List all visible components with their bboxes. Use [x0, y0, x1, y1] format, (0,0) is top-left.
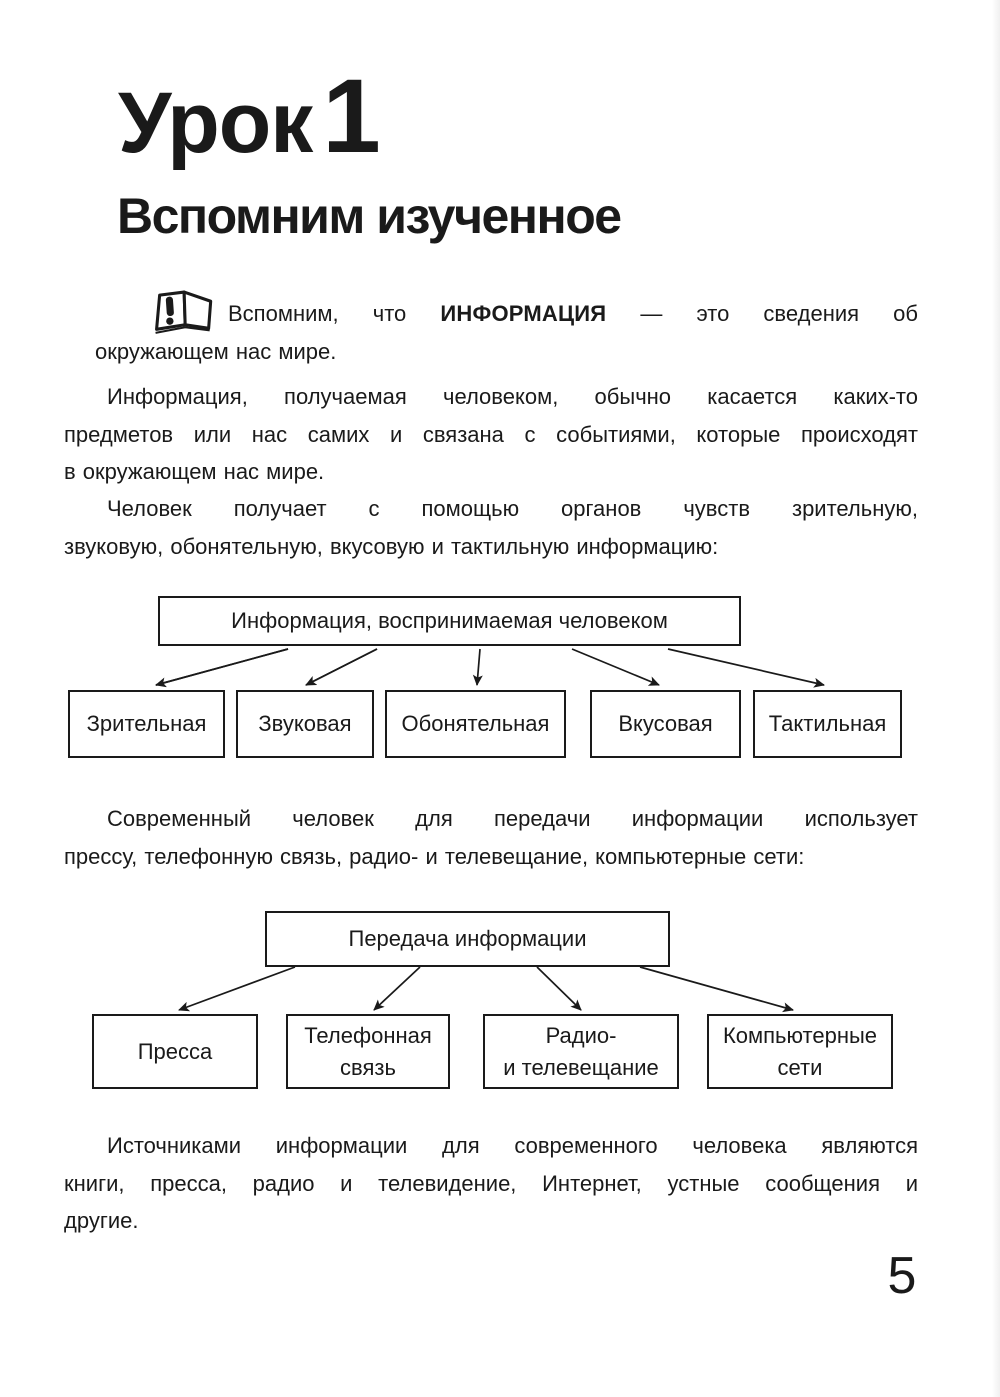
diagram-transmission-child-box: Компьютерные сети — [707, 1014, 893, 1089]
text-line: прессу, телефонную связь, радио- и телев… — [64, 843, 805, 869]
note-first-line: Вспомним, что ИНФОРМАЦИЯ — это сведения … — [95, 295, 918, 333]
paragraph-modern-transmission: Современный человек для передачи информа… — [64, 800, 918, 875]
lesson-label: Урок — [118, 75, 313, 171]
text-line: Человек получает с помощью органов чувст… — [107, 496, 918, 521]
text-line: другие. — [64, 1208, 139, 1233]
diagram-perception-child-box: Обонятельная — [385, 690, 566, 758]
diagram-transmission-child-box: Телефонная связь — [286, 1014, 450, 1089]
diagram-perception-child-box: Тактильная — [753, 690, 902, 758]
arrow — [178, 966, 296, 1012]
text-line: предметов или нас самих и связана с собы… — [64, 421, 918, 447]
diagram-transmission-child-box: Пресса — [92, 1014, 258, 1089]
note-term: ИНФОРМАЦИЯ — [440, 301, 607, 326]
note-second-line: окружающем нас мире. — [95, 338, 337, 364]
text-line: в окружающем нас мире. — [64, 459, 325, 484]
book-exclamation-icon — [141, 289, 213, 338]
diagram-perception-child-box: Звуковая — [236, 690, 374, 758]
lesson-title: Урок1 — [118, 64, 381, 171]
paragraph-senses: Человек получает с помощью органов чувст… — [64, 490, 918, 565]
diagram-transmission-root-box: Передача информации — [265, 911, 670, 967]
paragraph-information-received: Информация, получаемая человеком, обычно… — [64, 378, 918, 491]
arrow — [472, 648, 483, 686]
arrow — [571, 648, 660, 686]
text-line: книги, пресса, радио и телевидение, Инте… — [64, 1170, 918, 1196]
paragraph-sources: Источниками информации для современного … — [64, 1127, 918, 1240]
diagram-perception-child-box: Вкусовая — [590, 690, 741, 758]
diagram-transmission-child-box: Радио- и телевещание — [483, 1014, 679, 1089]
page-number: 5 — [887, 1247, 917, 1305]
arrow — [305, 648, 378, 686]
lesson-number: 1 — [322, 58, 380, 175]
arrow — [155, 648, 289, 686]
arrow — [373, 966, 421, 1011]
arrow — [305, 648, 378, 686]
note-paragraph: Вспомним, что ИНФОРМАЦИЯ — это сведения … — [95, 290, 918, 370]
arrow — [639, 966, 794, 1013]
diagram-perception-root-box: Информация, воспринимаемая человеком — [158, 596, 741, 646]
page-edge-shadow — [992, 0, 1000, 1397]
note-text-start: Вспомним, что — [228, 301, 407, 326]
text-line: звуковую, обонятельную, вкусовую и такти… — [64, 533, 719, 559]
text-line: Современный человек для передачи информа… — [107, 806, 918, 831]
diagram-perception-child-box: Зрительная — [68, 690, 225, 758]
text-line: Информация, получаемая человеком, обычно… — [107, 384, 918, 409]
arrow — [536, 966, 582, 1011]
text-line: Источниками информации для современного … — [107, 1133, 918, 1158]
note-text-middle: — это сведения об — [640, 301, 918, 326]
lesson-subtitle: Вспомним изученное — [117, 188, 622, 244]
arrow — [155, 648, 289, 688]
arrow — [667, 648, 825, 688]
